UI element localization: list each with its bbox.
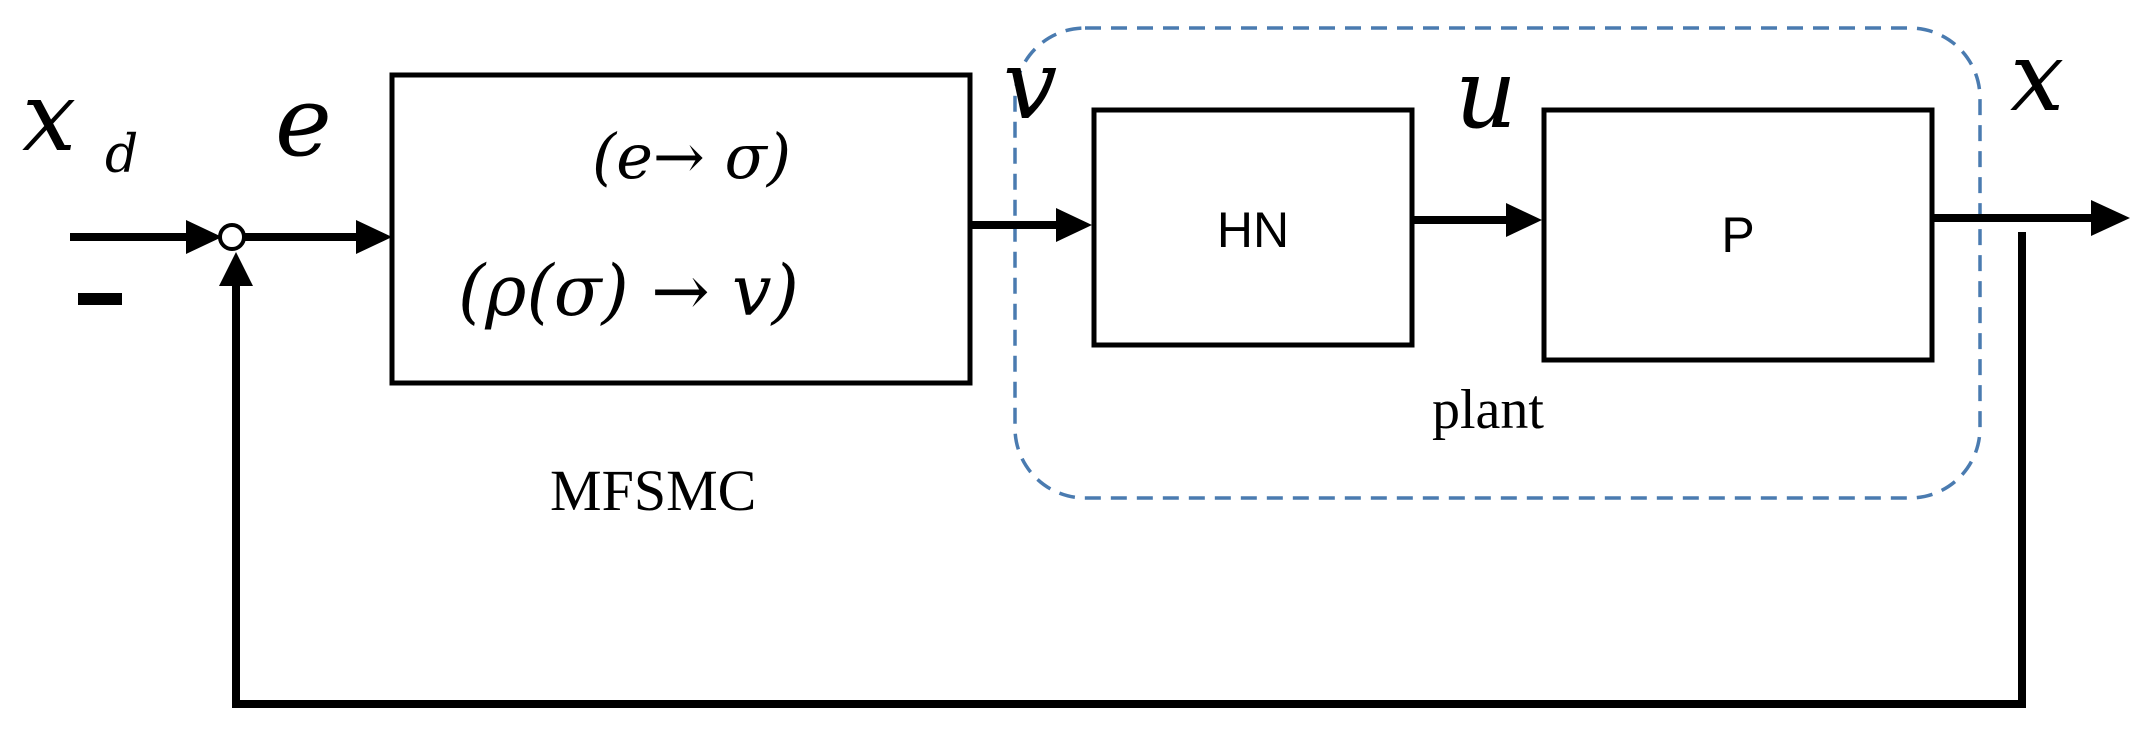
v-label: v bbox=[1003, 29, 1057, 141]
p-label: P bbox=[1721, 207, 1754, 263]
hn-block bbox=[1091, 107, 1415, 348]
controller-line2: (ρ(σ) → v) bbox=[458, 250, 799, 332]
summing-junction bbox=[218, 223, 246, 251]
output-arrowhead bbox=[2091, 200, 2130, 236]
controller-line1: (e→ σ) bbox=[592, 120, 791, 193]
hn-label: HN bbox=[1217, 202, 1289, 258]
xd-subscript: d bbox=[105, 125, 138, 185]
controller-block bbox=[389, 72, 973, 386]
controller-caption: MFSMC bbox=[550, 458, 756, 523]
p-block bbox=[1541, 107, 1935, 363]
plant-boundary bbox=[1013, 26, 1982, 500]
minus-sign bbox=[78, 293, 122, 305]
v-arrowhead bbox=[1056, 208, 1092, 242]
feedback-arrowhead bbox=[219, 252, 253, 286]
error-arrowhead bbox=[356, 220, 392, 254]
error-label: e bbox=[275, 66, 332, 178]
u-arrowhead bbox=[1506, 203, 1542, 237]
feedback-path bbox=[232, 232, 2026, 708]
x-output-label: x bbox=[2010, 21, 2064, 133]
plant-label: plant bbox=[1432, 379, 1544, 441]
u-label: u bbox=[1455, 38, 1517, 150]
xd-label: x bbox=[22, 61, 76, 173]
input-arrowhead bbox=[186, 220, 222, 254]
